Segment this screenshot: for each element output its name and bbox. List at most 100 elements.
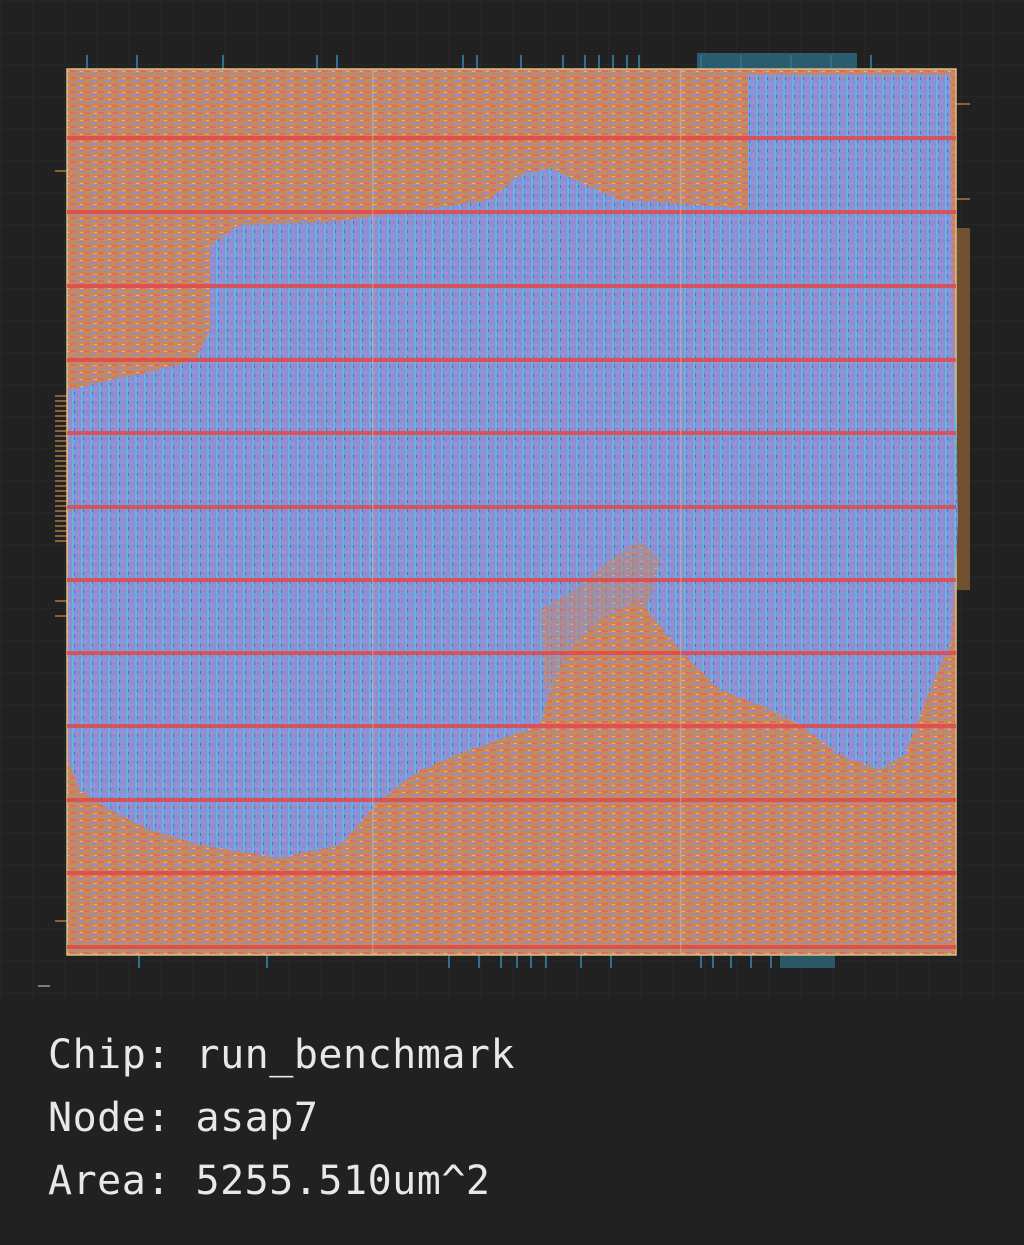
io-pin (86, 55, 88, 69)
layout-viewer[interactable] (0, 0, 1024, 1000)
io-pin (478, 955, 480, 968)
io-pin (55, 405, 67, 407)
separator: : (146, 1032, 196, 1078)
io-pin (55, 435, 67, 437)
io-pin (55, 600, 67, 602)
io-pin (610, 955, 612, 968)
power-rail (67, 651, 956, 655)
io-pin (266, 955, 268, 968)
io-pin (562, 55, 564, 69)
io-pin (55, 530, 67, 532)
io-pin (55, 510, 67, 512)
io-pin (55, 420, 67, 422)
io-pin (55, 460, 67, 462)
power-rail (67, 798, 956, 802)
node-line: Node: asap7 (48, 1087, 515, 1150)
separator: : (146, 1095, 196, 1141)
io-pin (750, 955, 752, 968)
power-rail (67, 431, 956, 435)
power-rail (67, 210, 956, 214)
io-pin (55, 425, 67, 427)
io-pin (316, 55, 318, 69)
io-pin (55, 415, 67, 417)
io-pin (55, 395, 67, 397)
chip-info-panel: Chip: run_benchmark Node: asap7 Area: 52… (48, 1024, 515, 1213)
io-pin (545, 955, 547, 968)
io-pin (55, 170, 67, 172)
power-rail (67, 505, 956, 509)
io-pin (55, 445, 67, 447)
bottom-io-pins (138, 955, 835, 968)
io-pin (55, 465, 67, 467)
power-strap (680, 69, 682, 955)
io-pin (700, 955, 702, 968)
io-pin (476, 55, 478, 69)
io-pin (55, 430, 67, 432)
power-rails (67, 136, 956, 949)
io-pin (55, 520, 67, 522)
io-pin (55, 495, 67, 497)
area-value: 5255.510um^2 (195, 1158, 491, 1204)
io-pin (730, 955, 732, 968)
io-pin (55, 515, 67, 517)
top-io-pins (86, 53, 872, 69)
io-pin (584, 55, 586, 69)
standard-cell-cluster (68, 75, 958, 858)
io-pin (55, 475, 67, 477)
io-pin-bus (780, 955, 835, 968)
chip-layout-canvas[interactable] (0, 0, 1024, 1000)
io-pin (55, 490, 67, 492)
io-pin (55, 470, 67, 472)
io-pin (138, 955, 140, 968)
io-pin (336, 55, 338, 69)
power-rail (67, 945, 956, 949)
power-straps (372, 69, 682, 955)
io-pin (55, 455, 67, 457)
io-pin (55, 410, 67, 412)
io-pin (612, 55, 614, 69)
io-pin (55, 485, 67, 487)
io-pin (598, 55, 600, 69)
io-pin (520, 55, 522, 69)
io-pin (55, 615, 67, 617)
power-rail (67, 284, 956, 288)
power-rail (67, 871, 956, 875)
io-pin (462, 55, 464, 69)
io-pin (55, 505, 67, 507)
io-pin (530, 955, 532, 968)
io-pin (448, 955, 450, 968)
io-pin (136, 55, 138, 69)
io-pin-bus (697, 53, 857, 69)
node-value: asap7 (195, 1095, 319, 1141)
io-pin (55, 400, 67, 402)
io-pin (638, 55, 640, 69)
io-pin (222, 55, 224, 69)
io-pin (55, 535, 67, 537)
io-pin (712, 955, 714, 968)
io-pin (55, 450, 67, 452)
power-rail (67, 136, 956, 140)
left-io-pins (55, 170, 67, 922)
io-pin (580, 955, 582, 968)
area-label: Area (48, 1158, 147, 1204)
io-pin (770, 955, 772, 968)
node-label: Node (48, 1095, 147, 1141)
power-strap (372, 69, 374, 955)
power-rail (67, 358, 956, 362)
io-pin-bus (956, 228, 970, 590)
area-line: Area: 5255.510um^2 (48, 1150, 515, 1213)
chip-label: Chip (48, 1032, 147, 1078)
chip-name-value: run_benchmark (195, 1032, 516, 1078)
io-pin (516, 955, 518, 968)
io-pin (55, 440, 67, 442)
right-io-pins (956, 103, 970, 590)
io-pin (870, 55, 872, 69)
chip-name-line: Chip: run_benchmark (48, 1024, 515, 1087)
io-pin (55, 525, 67, 527)
separator: : (146, 1158, 196, 1204)
io-pin (55, 480, 67, 482)
io-pin (500, 955, 502, 968)
io-pin (55, 500, 67, 502)
io-pin (956, 103, 970, 105)
power-rail (67, 724, 956, 728)
